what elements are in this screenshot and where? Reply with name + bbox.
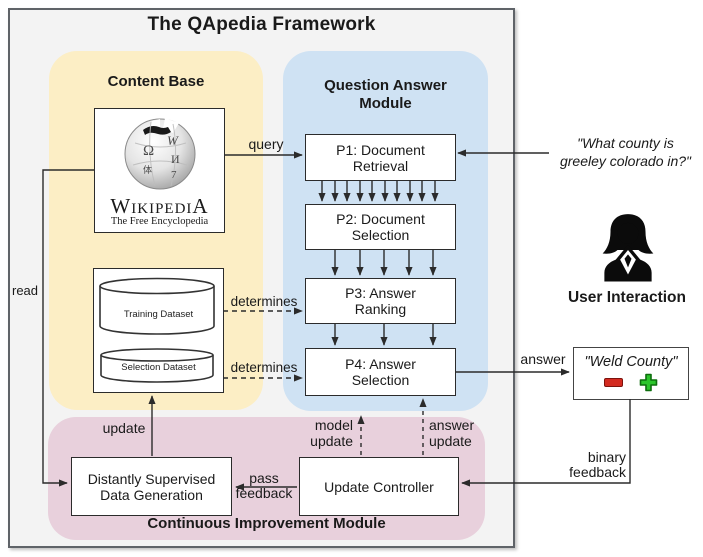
answer-text: "Weld County" (584, 354, 678, 370)
selection-dataset-label: Selection Dataset (121, 362, 196, 373)
user-interaction-label: User Interaction (567, 289, 686, 306)
edge-label-pass-feedback: pass feedback (235, 470, 293, 501)
wikipedia-source-box: Ω W И 7 体 WikipediA The Free Encyclopedi… (94, 108, 225, 233)
edge-label-binary-feedback: binary feedback (569, 449, 626, 480)
globe-glyph: 体 (143, 164, 152, 175)
training-dataset-cylinder-icon (99, 277, 215, 335)
wikipedia-globe-icon: Ω W И 7 体 (124, 118, 195, 190)
diagram-title: The QApedia Framework (147, 14, 376, 35)
edge-label-answer-update: answer update (429, 417, 475, 449)
edge-label-answer: answer (520, 351, 566, 367)
datasets-box: Training Dataset Selection Dataset (93, 268, 224, 393)
answer-feedback-box: "Weld County" (573, 347, 689, 400)
edge-label-determines-selection: determines (230, 360, 298, 375)
user-question-text: "What county is greeley colorado in?" (559, 135, 692, 169)
content-base-title: Content Base (107, 73, 205, 90)
globe-glyph: 7 (171, 169, 177, 181)
stage-p4-answer-selection: P4: Answer Selection (305, 348, 456, 396)
globe-glyph: Ω (143, 143, 154, 159)
user-person-icon (602, 214, 654, 282)
positive-feedback-icon[interactable] (639, 373, 658, 392)
selection-dataset-cylinder-icon (100, 348, 214, 383)
stage-p2-document-selection: P2: Document Selection (305, 204, 456, 250)
wikipedia-tagline: The Free Encyclopedia (110, 216, 209, 227)
edge-label-update: update (102, 420, 146, 436)
qa-module-title: Question Answer Module (324, 77, 447, 112)
stage-p3-answer-ranking: P3: Answer Ranking (305, 278, 456, 324)
improvement-module-title: Continuous Improvement Module (147, 515, 386, 532)
training-dataset-label: Training Dataset (123, 309, 194, 320)
wikipedia-wordmark: WikipediA (110, 194, 209, 218)
stage-p1-document-retrieval: P1: Document Retrieval (305, 134, 456, 181)
globe-glyph: И (171, 152, 180, 166)
edge-label-query: query (248, 136, 284, 152)
globe-glyph: W (167, 133, 179, 148)
update-controller-box: Update Controller (299, 457, 459, 516)
edge-label-determines-training: determines (230, 294, 298, 309)
edge-label-read: read (11, 283, 39, 298)
distantly-supervised-data-generation-box: Distantly Supervised Data Generation (71, 457, 232, 516)
negative-feedback-icon[interactable] (604, 378, 623, 387)
edge-label-model-update: model update (310, 417, 353, 449)
